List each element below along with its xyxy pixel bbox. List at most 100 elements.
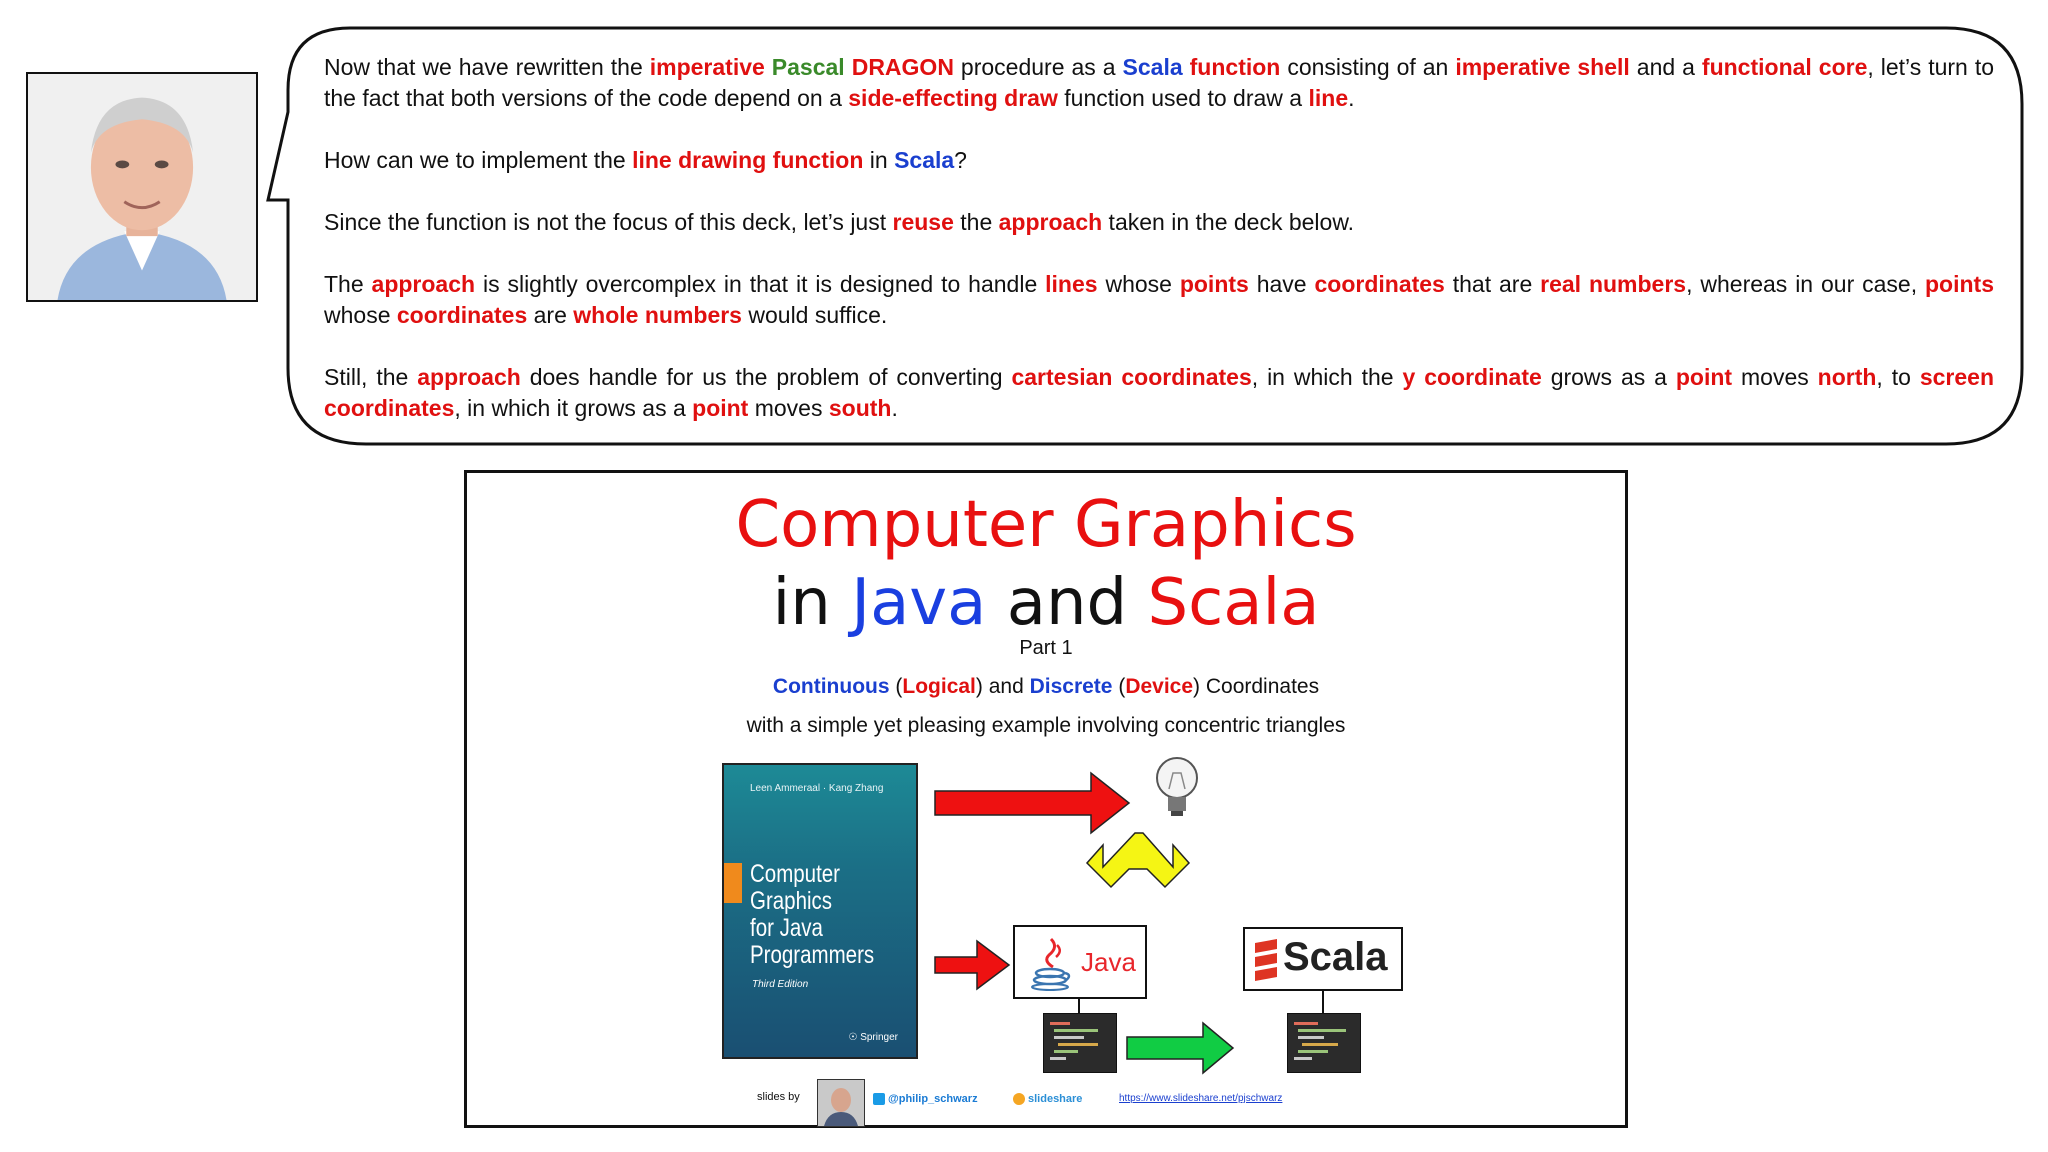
speech-run: functional core [1701,54,1868,80]
scala-word: Scala [1283,935,1388,979]
speech-paragraph-3: Since the function is not the focus of t… [324,207,1994,238]
deck-title: Computer Graphics [735,488,1357,562]
speech-run: , in which it grows as a [454,395,693,421]
speech-run: consisting of an [1280,54,1456,80]
deck-sub-device: Device [1125,675,1194,698]
speech-run: and a [1629,54,1702,80]
book-title-line: Computer [750,860,841,888]
speech-run: line [1308,85,1349,111]
yellow-chevron-arrows [1085,832,1191,889]
deck-preview[interactable]: Computer Graphics in Java and Scala Part… [464,470,1628,1128]
speaker-photo [28,74,256,300]
speech-run: have [1248,271,1315,297]
speech-run: function used to draw a [1057,85,1309,111]
speech-run: point [692,395,749,421]
speech-paragraph-2: How can we to implement the line drawing… [324,145,1994,176]
deck-footer: slides by @philip_schwarz slideshare htt… [467,1079,1625,1127]
speech-run: approach [371,271,476,297]
deck-title-and: and [986,566,1148,640]
light-bulb-icon [1156,757,1198,816]
book-cover: Leen Ammeraal · Kang Zhang Computer Grap… [722,763,918,1059]
speech-run: function [1189,54,1281,80]
deck-title-in: in [772,566,852,640]
speech-paragraph-1: Now that we have rewritten the imperativ… [324,52,1994,114]
red-arrow-to-java [934,939,1011,991]
java-code-thumbnail [1043,1013,1117,1073]
speaker-portrait [26,72,258,302]
speech-run: ? [954,147,967,173]
red-arrow-to-bulb [934,771,1131,835]
speech-run: south [828,395,892,421]
speech-run: . [891,395,898,421]
speech-run: The [324,271,372,297]
speech-run: reuse [892,209,954,235]
speech-run: imperative shell [1455,54,1630,80]
book-publisher: ☉ Springer [848,1032,898,1043]
speech-run: north [1817,364,1877,390]
speech-run: procedure as a [953,54,1123,80]
deck-sub-text: ) and [975,675,1030,698]
speech-run: real numbers [1540,271,1687,297]
speech-run: that are [1444,271,1541,297]
deck-sub-text: ( [889,675,903,698]
twitter-icon [873,1093,885,1106]
deck-sub-continuous: Continuous [772,675,890,698]
speech-run: moves [748,395,829,421]
speech-run: screen coordinates [324,364,1994,421]
speech-run: side-effecting draw [848,85,1058,111]
speech-run: approach [417,364,521,390]
slideshare-label[interactable]: slideshare [1013,1093,1083,1106]
deck-sub-discrete: Discrete [1029,675,1113,698]
speech-run: Scala [894,147,955,173]
speech-run: point [1675,364,1733,390]
slideshare-icon [1013,1093,1025,1106]
speech-run: Still, the [324,364,418,390]
speech-run: How can we to implement the [324,147,633,173]
book-stripe [724,863,742,903]
green-arrow-to-scala [1126,1021,1235,1075]
speech-run: DRAGON [851,54,954,80]
deck-title-scala: Scala [1147,566,1320,640]
speech-run: Pascal [771,54,845,80]
speech-run: points [1925,271,1994,297]
slideshare-text: slideshare [1028,1093,1083,1105]
speech-run: taken in the deck below. [1102,209,1355,235]
speech-run: line drawing function [632,147,864,173]
speech-run [1183,54,1190,80]
speech-run: does handle for us the problem of conver… [520,364,1012,390]
slides-by-label: slides by [757,1091,800,1103]
scala-stairs-icon [1255,939,1277,981]
speech-run: y coordinate [1402,364,1542,390]
deck-sub-logical: Logical [902,675,976,698]
speech-run: whose [1097,271,1180,297]
java-cup-icon [1031,937,1071,991]
book-title-line: Graphics [750,887,833,915]
speech-run: lines [1045,271,1098,297]
speech-text: Now that we have rewritten the imperativ… [324,52,1994,455]
book-title-line: for Java [750,914,823,942]
author-mini-photo [817,1079,865,1127]
speech-run: Now that we have rewritten the [324,54,650,80]
speech-run: grows as a [1541,364,1676,390]
book-title: Computer Graphics for Java Programmers [750,861,874,969]
speech-run: Scala [1122,54,1183,80]
java-logo: Java [1013,925,1147,999]
book-edition: Third Edition [752,979,809,990]
speech-run: . [1348,85,1355,111]
book-authors: Leen Ammeraal · Kang Zhang [750,783,884,794]
speech-run: moves [1732,364,1818,390]
speech-run: approach [998,209,1103,235]
speech-run: whose [324,302,397,328]
speech-run: coordinates [396,302,528,328]
speech-run: are [527,302,574,328]
speech-run: is slightly overcomplex in that it is de… [475,271,1046,297]
twitter-handle[interactable]: @philip_schwarz [873,1093,978,1106]
slideshare-url-link[interactable]: https://www.slideshare.net/pjschwarz [1119,1093,1283,1104]
book-title-line: Programmers [750,941,875,969]
scala-logo: Scala [1243,927,1403,991]
speech-run [765,54,772,80]
speech-run: , let’s turn to the fact that both versi… [324,54,1995,111]
speech-paragraph-5: Still, the approach does handle for us t… [324,362,1994,424]
deck-title-line2: in Java and Scala [467,565,1625,641]
diagram-arrows [934,757,1324,1075]
